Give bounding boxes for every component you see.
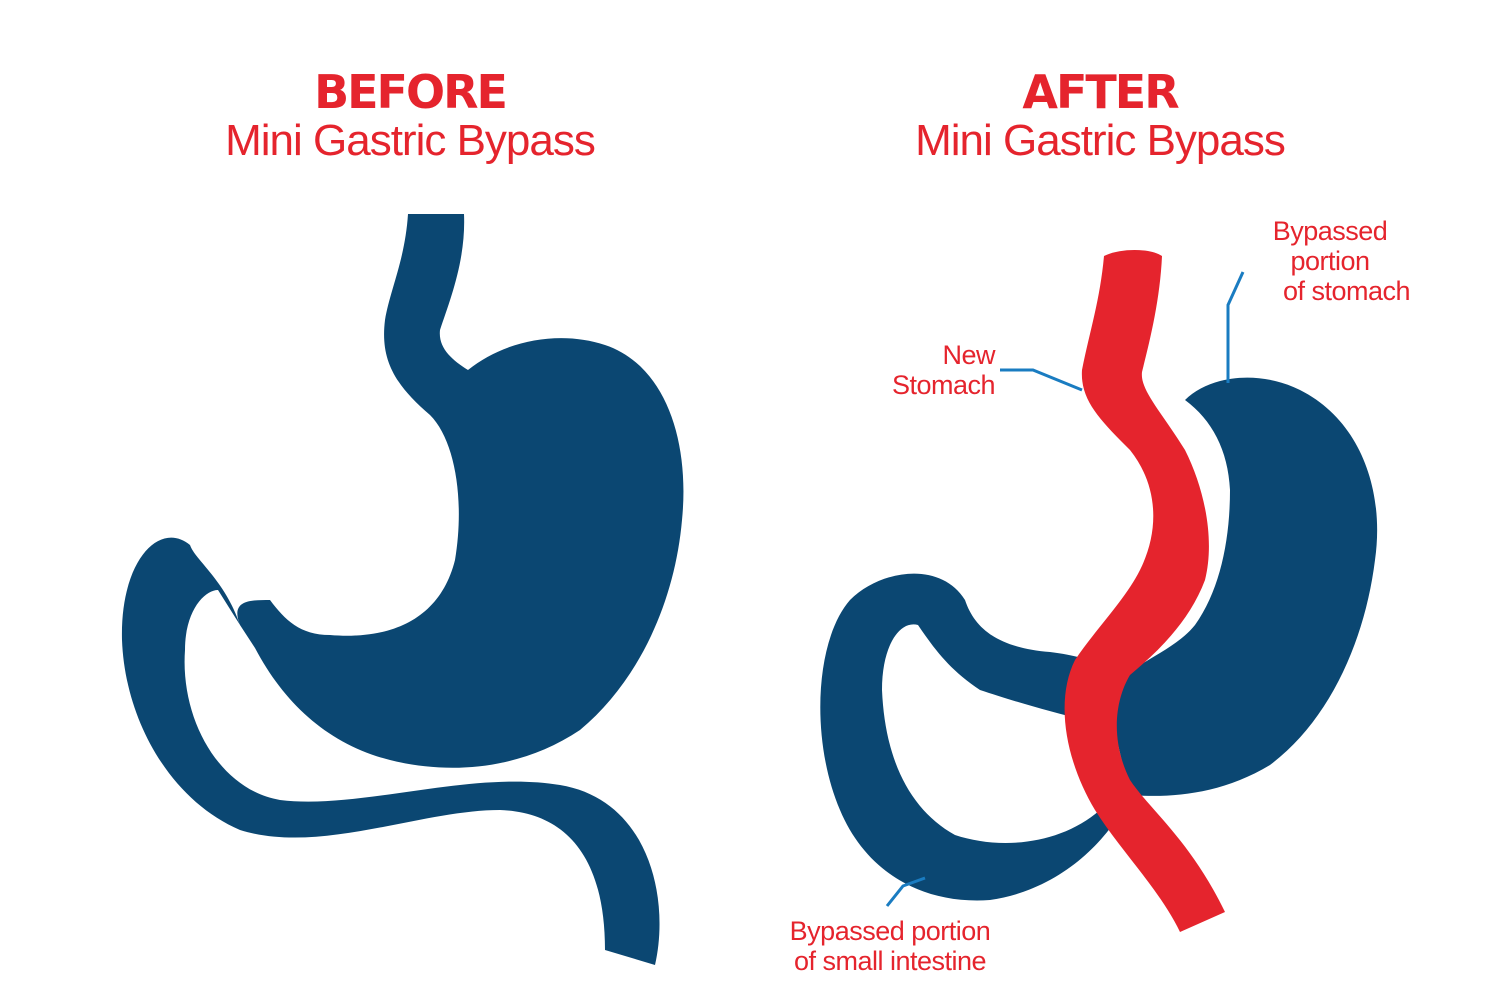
leader-lines <box>885 271 1245 907</box>
before-heading: BEFORE <box>314 65 508 119</box>
after-title: AFTER Mini Gastric Bypass <box>840 66 1360 164</box>
after-heading: AFTER <box>1022 65 1179 119</box>
before-subheading: Mini Gastric Bypass <box>225 116 596 165</box>
bypassed-stomach-portion <box>1105 377 1378 796</box>
new-stomach-label: New Stomach <box>845 340 996 400</box>
bypassed-stomach-label: Bypassed portion of stomach <box>1230 216 1411 306</box>
bypassed-stomach-leader <box>1226 271 1245 383</box>
before-title: BEFORE Mini Gastric Bypass <box>150 66 670 164</box>
after-subheading: Mini Gastric Bypass <box>915 116 1286 165</box>
bypassed-intestine-label-line2: of small intestine <box>793 946 987 976</box>
before-stomach-illustration <box>121 214 684 965</box>
after-illustration <box>820 250 1378 932</box>
before-stomach-body <box>237 214 684 768</box>
bypassed-intestine-loop <box>820 573 1130 901</box>
bypassed-stomach-label-line3: of stomach <box>1282 276 1411 306</box>
new-stomach-label-line1: New <box>942 340 995 370</box>
new-stomach-label-line2: Stomach <box>891 370 996 400</box>
bypassed-intestine-leader <box>885 876 926 907</box>
before-duodenum <box>121 537 660 965</box>
bypassed-stomach-label-line2: portion <box>1290 246 1370 276</box>
new-stomach-leader <box>1000 368 1083 392</box>
new-stomach[interactable] <box>1064 250 1225 932</box>
bypassed-intestine-label: Bypassed portion of small intestine <box>760 916 1020 976</box>
bypassed-intestine-label-line1: Bypassed portion <box>789 916 991 946</box>
bypassed-stomach-label-line1: Bypassed <box>1272 216 1388 246</box>
